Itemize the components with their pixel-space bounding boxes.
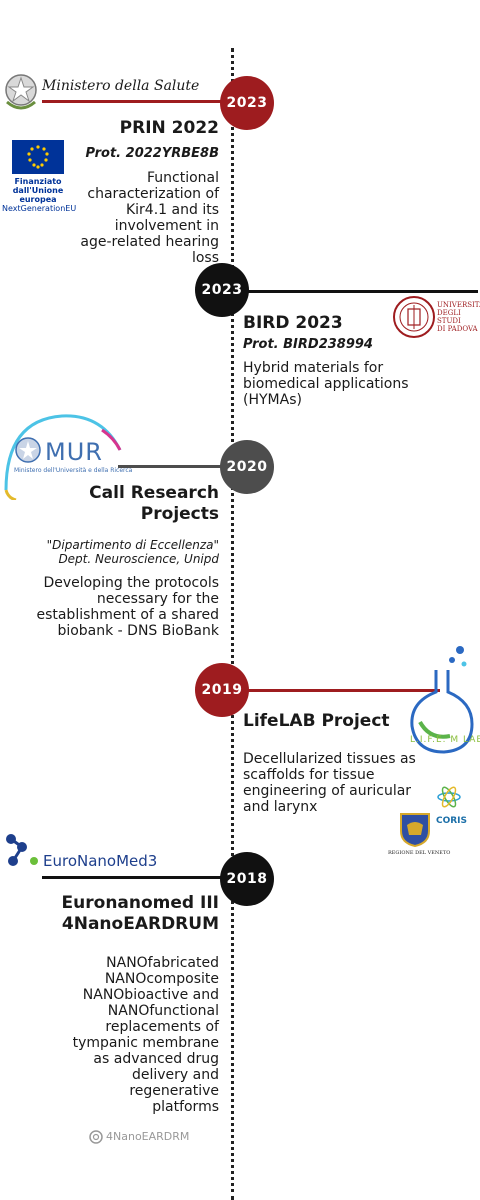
connector-line-2020: [118, 465, 228, 468]
year-badge-2023b: 2023: [195, 263, 249, 317]
eu-caption-line: dall'Unione europea: [12, 186, 64, 204]
ministero-emblem-icon: [2, 72, 40, 112]
entry-protocol-prin: Prot. 2022YRBE8B: [85, 146, 220, 161]
eardrum-logo-icon: [88, 1129, 104, 1145]
euronanomed-nodes-icon: [4, 833, 38, 869]
unipd-label-line: DEGLI STUDI: [437, 309, 461, 325]
unipd-seal-icon: [392, 295, 436, 339]
year-badge-2018: 2018: [220, 852, 274, 906]
entry-title-lifelab: LifeLAB Project: [243, 711, 390, 731]
connector-line-2023b: [230, 290, 478, 293]
timeline-spine: [231, 48, 234, 1200]
entry-description-lifelab: Decellularized tissues as scaffolds for …: [243, 751, 416, 815]
connector-line-2019: [230, 689, 440, 692]
entry-description-call: Developing the protocols necessary for t…: [36, 575, 219, 639]
eu-flag-icon: [12, 140, 64, 174]
entry-title-prin: PRIN 2022: [119, 118, 219, 138]
entry-description-prin: Functional characterization of Kir4.1 an…: [80, 170, 219, 266]
entry-protocol-bird: Prot. BIRD238994: [243, 337, 373, 352]
unipd-label-line: DI PADOVA: [437, 325, 478, 333]
coris-label: CORIS: [436, 816, 468, 826]
entry-description-euronanomed: NANOfabricated NANOcomposite NANObioacti…: [72, 955, 219, 1115]
unipd-label-line: UNIVERSITÀ: [437, 301, 480, 309]
eu-caption-line: Finanziato: [14, 177, 62, 186]
eardrum-logo-text: 4NanoEARDRM: [106, 1130, 190, 1143]
veneto-label: REGIONE DEL VENETO: [388, 850, 451, 856]
mur-sublabel: Ministero dell'Università e della Ricerc…: [14, 467, 133, 474]
ministero-label: Ministero della Salute: [42, 78, 200, 94]
year-badge-2023a: 2023: [220, 76, 274, 130]
euronanomed-label: EuroNanoMed3: [43, 852, 158, 870]
veneto-crest-icon: [398, 811, 432, 848]
eu-caption: Finanziato dall'Unione europea NextGener…: [2, 177, 77, 213]
mur-arc-icon: [2, 410, 122, 502]
unipd-label: UNIVERSITÀ DEGLI STUDI DI PADOVA: [437, 301, 480, 333]
coris-atom-icon: [436, 784, 462, 810]
entry-quote-call: "Dipartimento di Eccellenza" Dept. Neuro…: [46, 538, 219, 566]
year-badge-2019: 2019: [195, 663, 249, 717]
eu-caption-line: NextGenerationEU: [2, 204, 77, 213]
mur-seal-icon: [14, 436, 42, 464]
year-badge-2020: 2020: [220, 440, 274, 494]
mur-label: MUR: [45, 438, 103, 466]
lifelab-logo-text: L.I.F.E. M LAB: [410, 735, 480, 745]
connector-line-2018: [42, 876, 232, 879]
entry-title-call: Call Research Projects: [89, 483, 219, 524]
entry-title-bird: BIRD 2023: [243, 313, 343, 333]
entry-description-bird: Hybrid materials for biomedical applicat…: [243, 360, 409, 408]
connector-line-2023a: [42, 100, 242, 103]
lifelab-flask-icon: [402, 640, 480, 758]
entry-title-euronanomed: Euronanomed III 4NanoEARDRUM: [61, 893, 219, 934]
